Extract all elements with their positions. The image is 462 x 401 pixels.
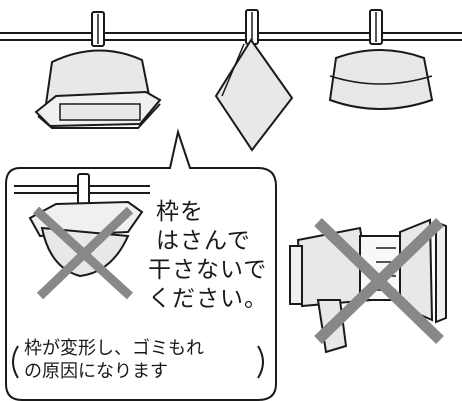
callout-text-line-2: はさんで [156,228,251,254]
filter-diamond-hanging [214,9,294,152]
callout-bubble [5,128,277,401]
filter-with-frame-hanging [34,11,162,129]
clothesline [0,32,462,41]
wrong-frame-clip-example [14,173,150,300]
callout-text-line-4: ください。 [148,286,268,312]
filter-bag-hanging [328,9,434,110]
hair-dryer-prohibited [289,218,447,354]
reason-text-line-2: の原因になります [24,361,168,382]
clothespin-icon [77,173,90,207]
callout-text-line-1: 枠を [156,199,204,225]
reason-text-line-1: 枠が変形し、ゴミもれ [24,338,204,359]
callout-text-line-3: 干さないで [148,257,268,283]
